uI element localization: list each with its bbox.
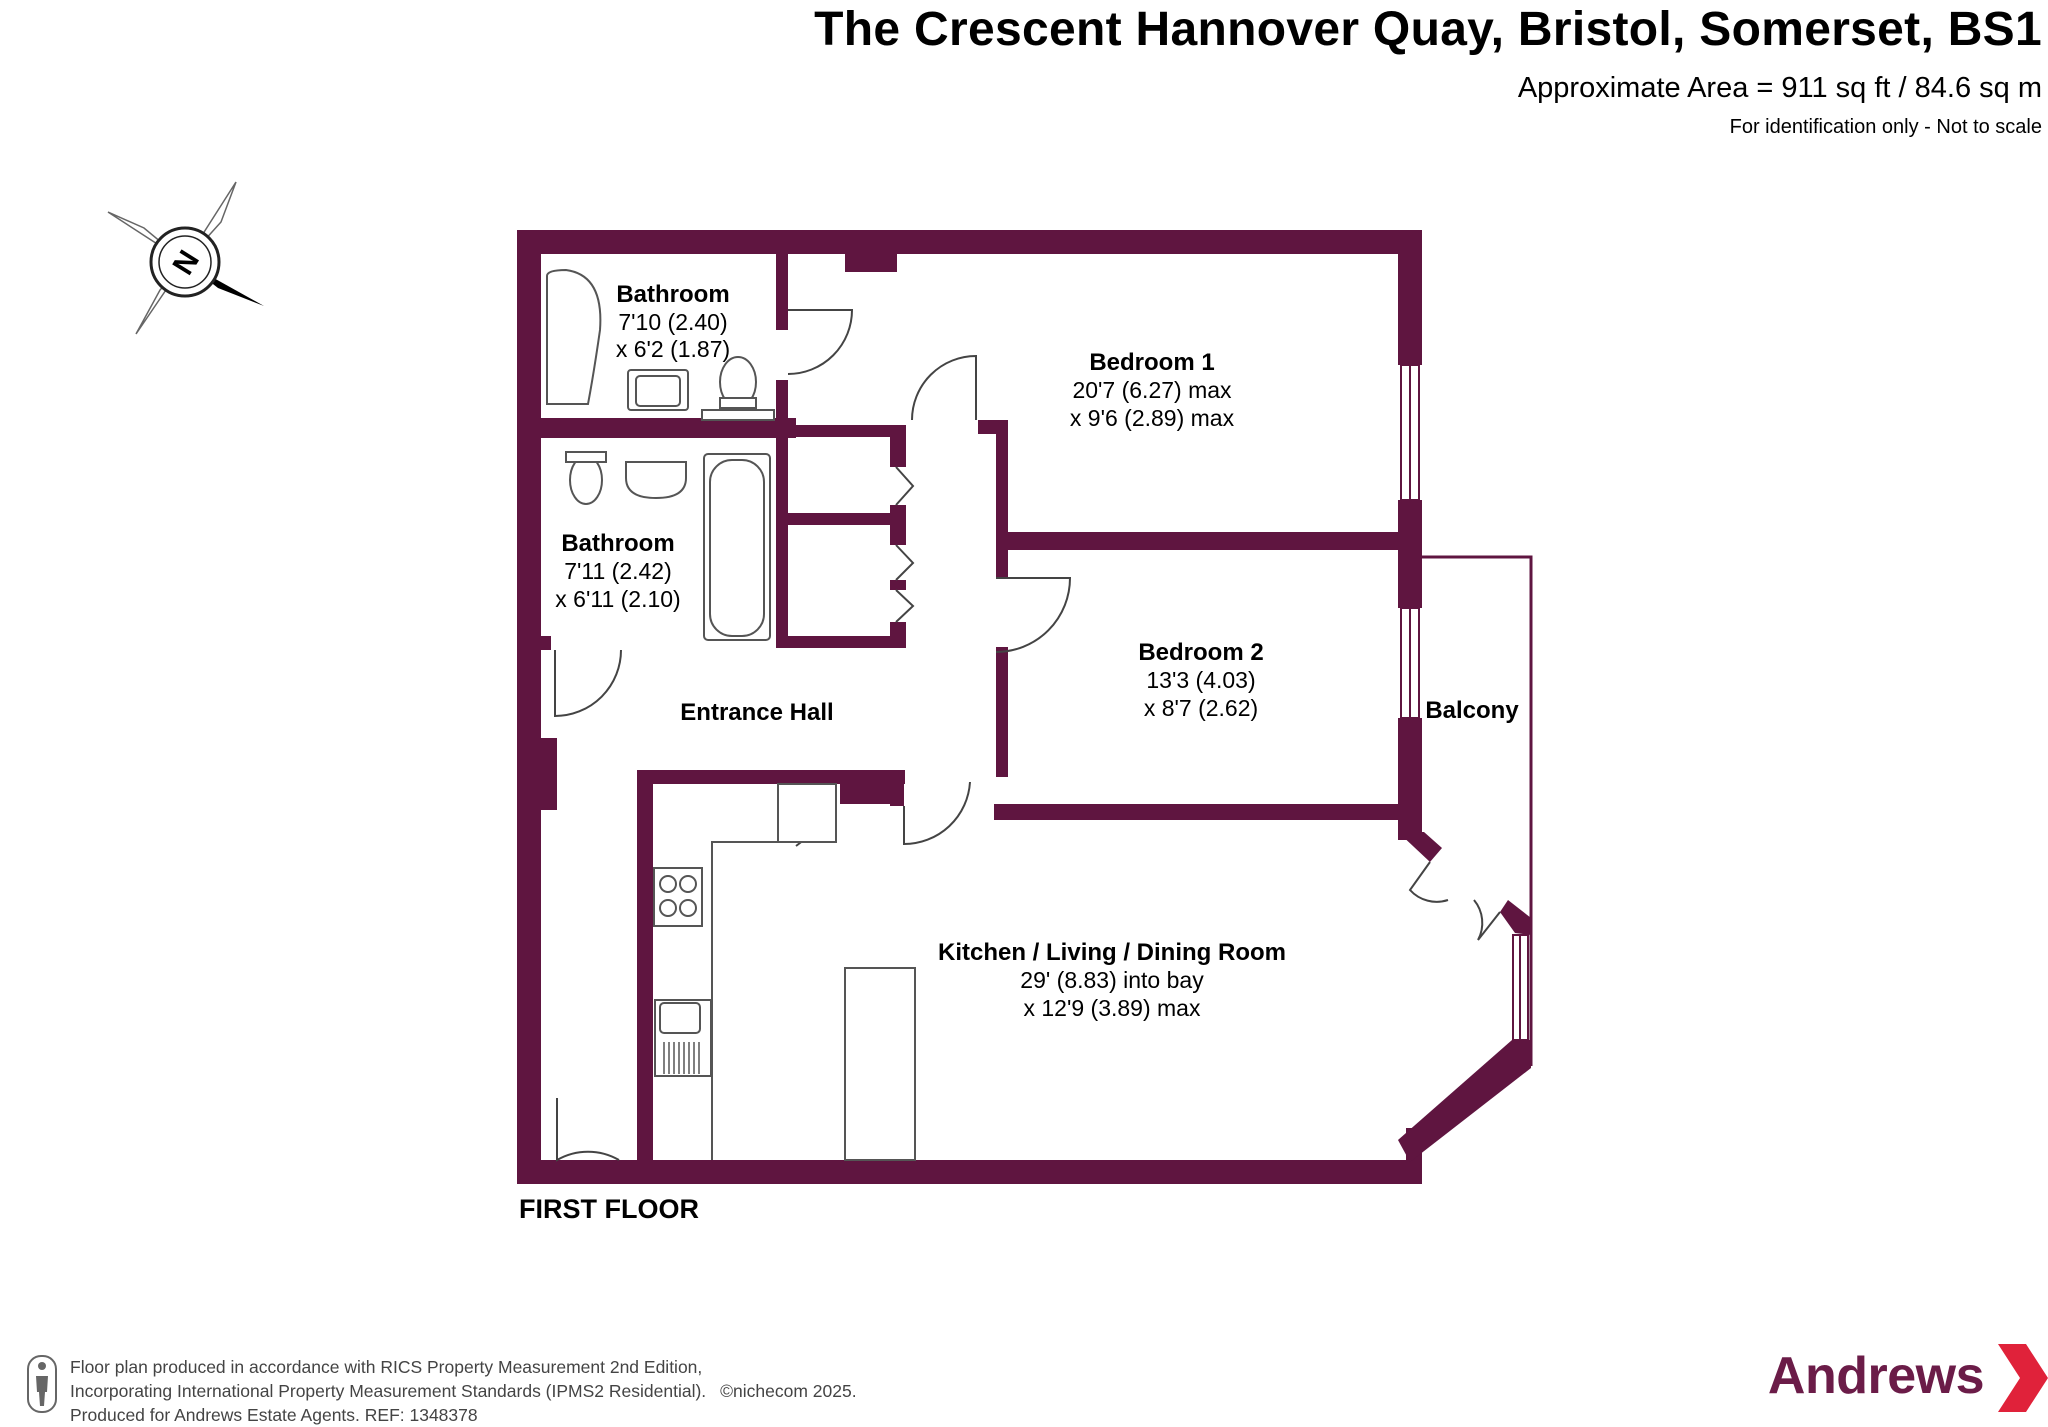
- room-dim-bedroom-1-b: x 9'6 (2.89) max: [1070, 405, 1235, 431]
- room-name-entrance-hall: Entrance Hall: [680, 699, 833, 726]
- room-name-balcony: Balcony: [1425, 697, 1519, 724]
- balcony-outline: [1422, 555, 1533, 1066]
- fixtures: [546, 268, 916, 1161]
- room-name-bathroom-2: Bathroom: [561, 530, 674, 557]
- approximate-area: Approximate Area = 911 sq ft / 84.6 sq m: [1517, 72, 2042, 104]
- room-dim-bathroom-2-b: x 6'11 (2.10): [555, 586, 680, 612]
- floor-label: FIRST FLOOR: [519, 1194, 699, 1224]
- hob-icon: [653, 867, 703, 927]
- windows: [1400, 364, 1529, 1041]
- drainer-icon: [663, 1042, 700, 1074]
- room-name-bathroom-1: Bathroom: [616, 281, 729, 308]
- room-dim-bathroom-1-a: 7'10 (2.40): [618, 309, 727, 335]
- room-dim-bedroom-1-a: 20'7 (6.27) max: [1072, 377, 1232, 403]
- room-dim-bedroom-2-a: 13'3 (4.03): [1146, 667, 1255, 693]
- room-dim-kitchen-a: 29' (8.83) into bay: [1020, 967, 1204, 993]
- page-title: The Crescent Hannover Quay, Bristol, Som…: [814, 3, 2042, 56]
- footer-notes: Floor plan produced in accordance with R…: [70, 1355, 857, 1427]
- north-arrow-icon: N: [107, 181, 264, 335]
- footer-line-2: Incorporating International Property Mea…: [70, 1381, 707, 1401]
- room-name-kitchen: Kitchen / Living / Dining Room: [938, 939, 1286, 966]
- room-name-bedroom-1: Bedroom 1: [1089, 349, 1214, 376]
- room-dim-bathroom-1-b: x 6'2 (1.87): [616, 336, 730, 362]
- person-icon: [27, 1355, 57, 1413]
- footer-line-3: Produced for Andrews Estate Agents. REF:…: [70, 1405, 478, 1425]
- room-dim-kitchen-b: x 12'9 (3.89) max: [1024, 995, 1201, 1021]
- copyright-text: ©nichecom 2025.: [720, 1381, 857, 1401]
- room-dim-bedroom-2-b: x 8'7 (2.62): [1144, 695, 1258, 721]
- brand-logo: Andrews: [1767, 1347, 1985, 1405]
- brand-chevron-icon: [1998, 1344, 2048, 1412]
- room-name-bedroom-2: Bedroom 2: [1138, 639, 1263, 666]
- identification-note: For identification only - Not to scale: [1729, 116, 2042, 138]
- room-dim-bathroom-2-a: 7'11 (2.42): [564, 558, 672, 584]
- walls: [517, 230, 1531, 1184]
- footer-line-1: Floor plan produced in accordance with R…: [70, 1357, 703, 1377]
